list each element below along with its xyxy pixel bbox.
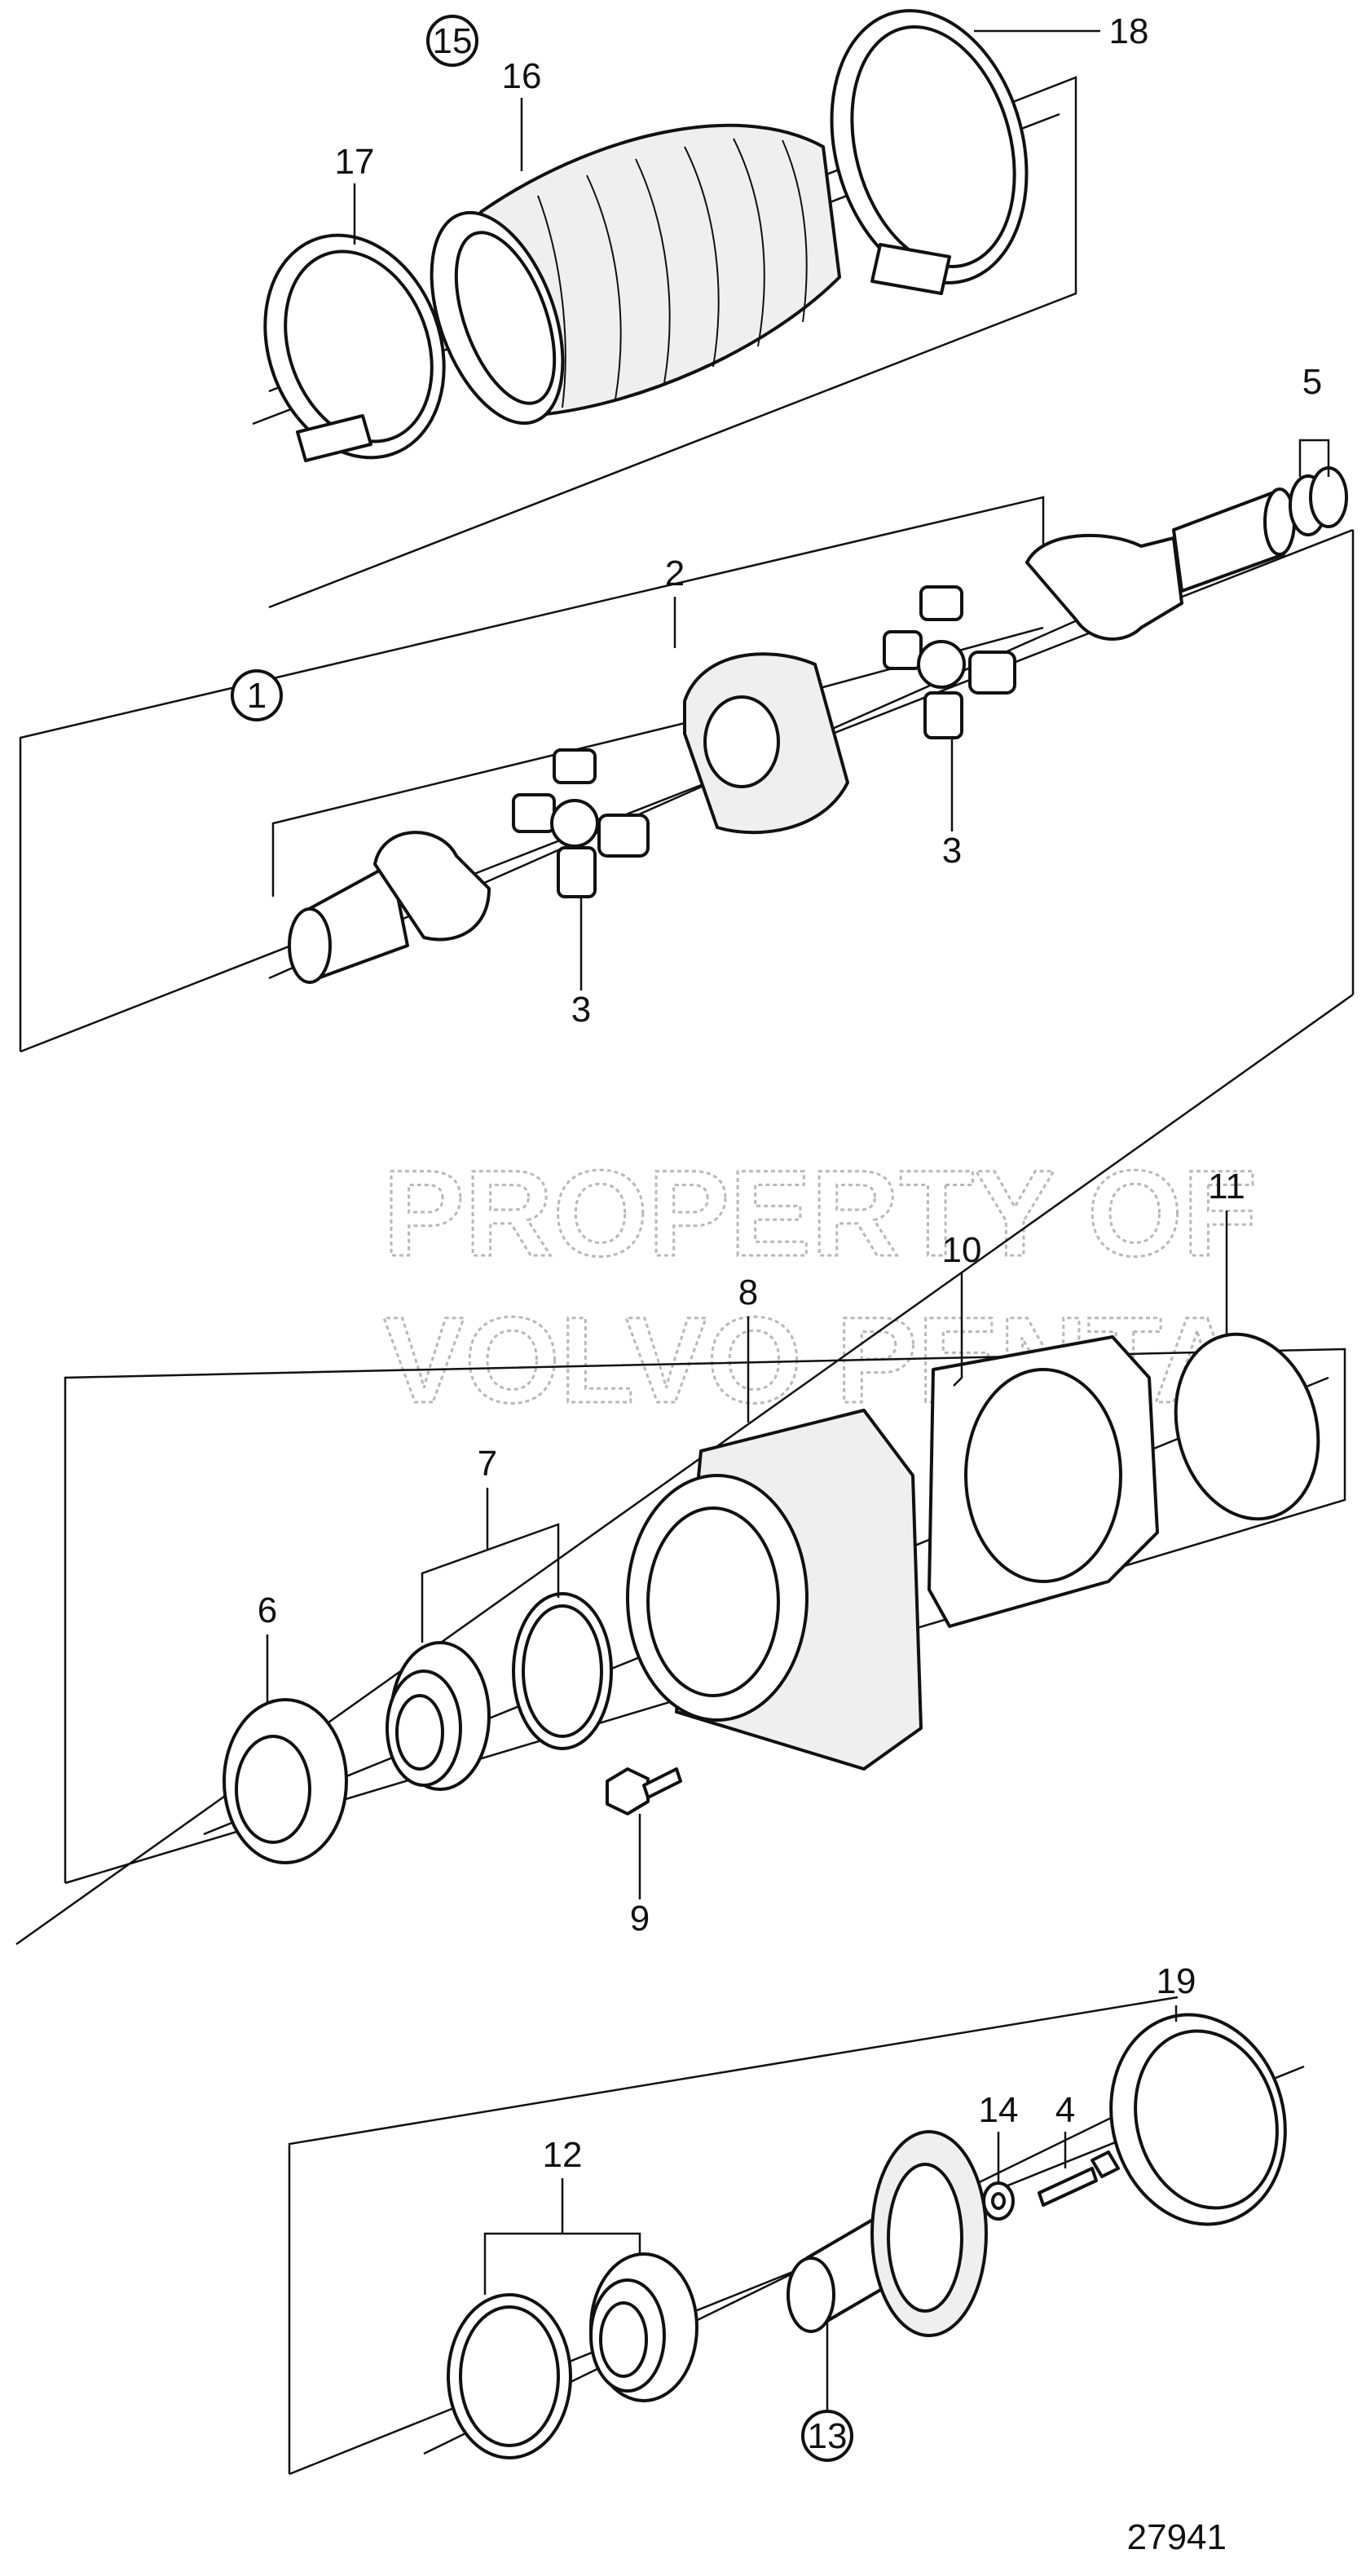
gear-frame-top [288, 1996, 1179, 2474]
taper-bearing [386, 1641, 491, 1791]
callout-17: 17 [335, 142, 375, 182]
callout-14: 14 [979, 2090, 1019, 2130]
callout-2: 2 [665, 554, 685, 593]
pinion-bearing [589, 2252, 698, 2402]
callout-11: 11 [1208, 1167, 1245, 1206]
shaft-rings [1289, 466, 1348, 536]
callout-13: 13 [808, 2416, 848, 2456]
leader-7 [421, 1523, 560, 1643]
bearing-cup [512, 1592, 613, 1750]
callout-6: 6 [258, 1590, 277, 1630]
double-yoke-center [683, 652, 849, 835]
small-hose-clamp [263, 233, 446, 462]
leader-10 [953, 1272, 963, 1387]
splined-yoke-left [288, 831, 491, 984]
callout-18: 18 [1109, 11, 1149, 51]
callout-8: 8 [738, 1273, 758, 1312]
callout-7: 7 [478, 1444, 497, 1484]
cardan-shaft-group: 1 2 3 3 5 [15, 362, 1355, 1946]
housing-bolt [606, 1767, 682, 1815]
pinion-bearing-cup [447, 2293, 572, 2459]
callout-15-circle [426, 15, 478, 67]
callout-9: 9 [630, 1899, 650, 1939]
pinion-gear [787, 2130, 988, 2337]
callout-1-circle [231, 669, 283, 721]
watermark-line-1: PROPERTY OF [383, 1145, 1257, 1281]
universal-joint-left [512, 748, 650, 898]
callout-15: 15 [433, 21, 473, 61]
lock-washer [982, 2181, 1015, 2221]
gear-cover-ring [1109, 2013, 1287, 2226]
callout-19: 19 [1157, 1961, 1196, 2001]
cardan-frame-left [19, 496, 1045, 1052]
drawing-number: 27941 [1127, 2517, 1227, 2557]
splined-yoke-right [1025, 487, 1296, 641]
pinion-screw [1038, 2150, 1120, 2207]
leader-5 [1298, 439, 1330, 477]
callout-12: 12 [543, 2135, 583, 2175]
callout-3a: 3 [571, 990, 591, 1030]
callout-10: 10 [942, 1230, 982, 1270]
large-hose-clamp [830, 9, 1029, 295]
housing-o-ring [1174, 1332, 1320, 1521]
bearing-housing-group: 6 7 8 9 10 11 [64, 1167, 1346, 1939]
gear-group: 4 12 13 14 19 [288, 1961, 1305, 2476]
callout-5: 5 [1302, 362, 1322, 402]
oil-seal [223, 1698, 348, 1864]
callout-16: 16 [502, 56, 542, 96]
bellows [430, 123, 841, 426]
bearing-housing [626, 1409, 923, 1771]
callout-4: 4 [1055, 2090, 1075, 2130]
callout-3b: 3 [942, 831, 962, 871]
housing-gasket [928, 1335, 1159, 1628]
callout-1: 1 [247, 676, 267, 716]
bellows-group: 15 16 17 18 [252, 9, 1149, 609]
universal-joint-right [883, 585, 1016, 739]
